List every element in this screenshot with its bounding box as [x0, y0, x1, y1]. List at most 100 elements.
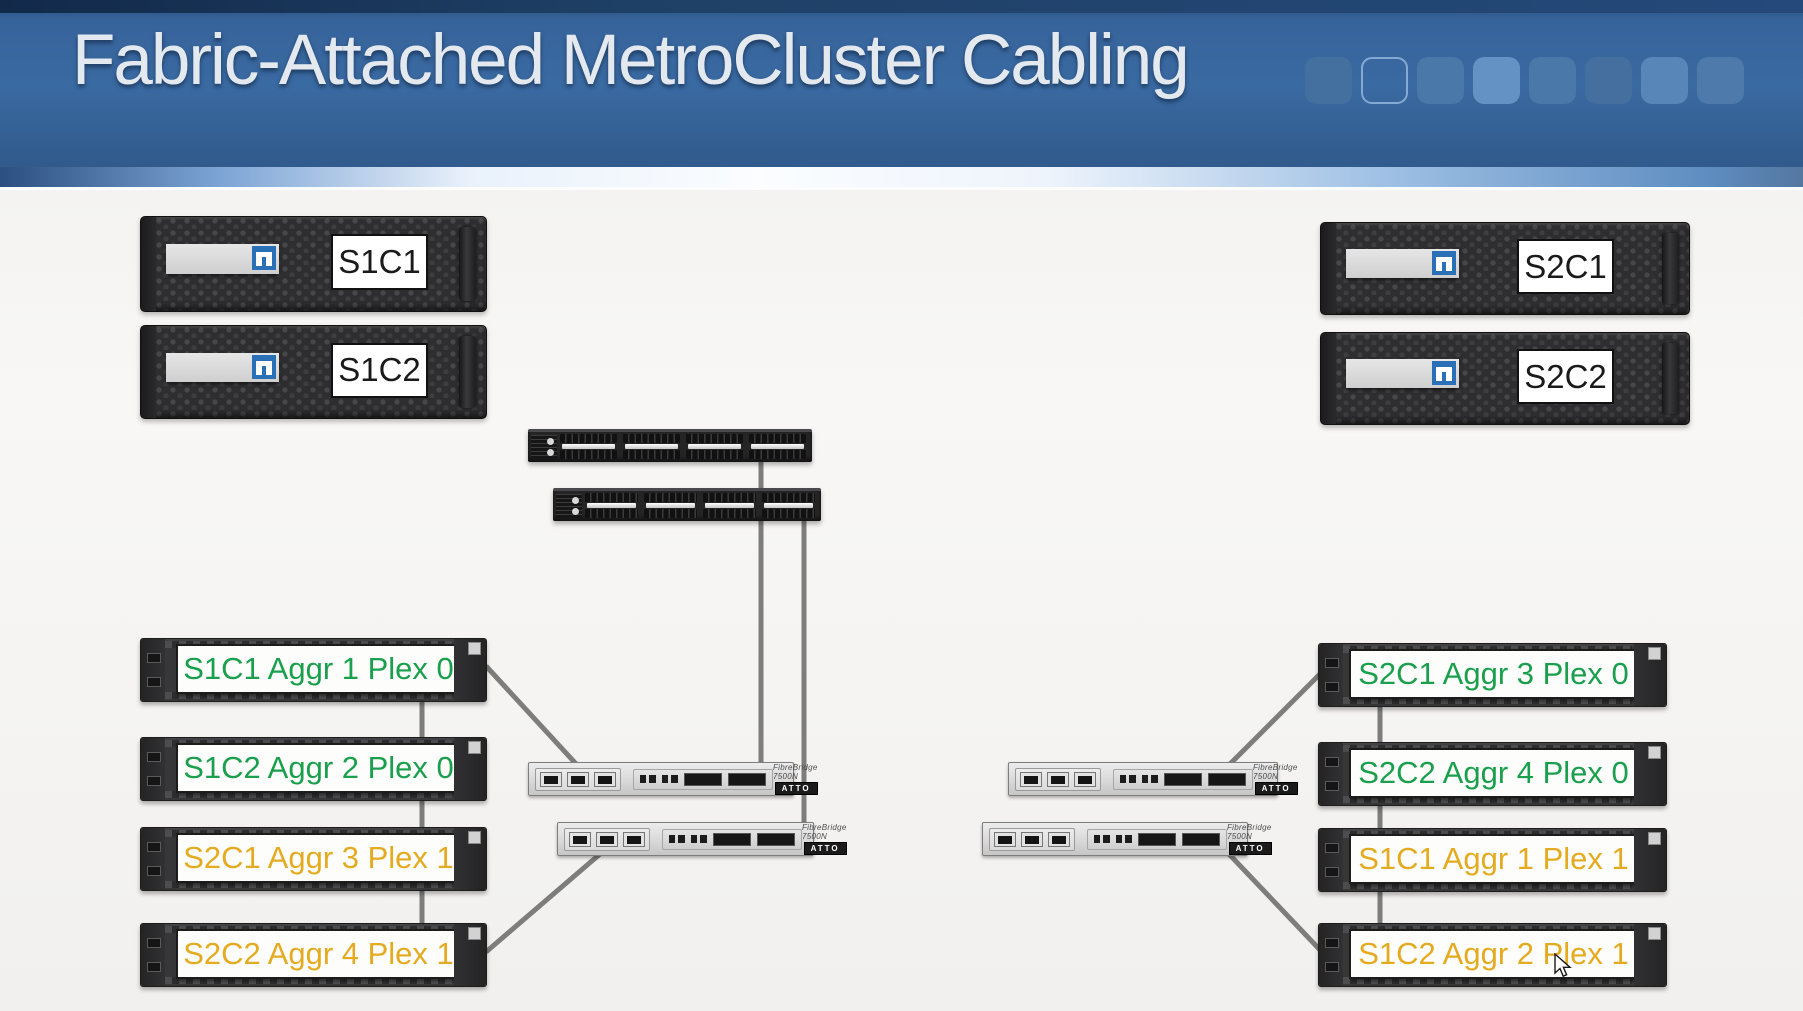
shelf-s1c1-aggr1-plex0: S1C1 Aggr 1 Plex 0 [140, 638, 487, 702]
shelf-s1c2-aggr2-plex0: S1C2 Aggr 2 Plex 0 [140, 737, 487, 801]
atto-logo: ATTO [803, 842, 847, 855]
decor-square [1361, 57, 1408, 104]
netapp-logo-icon [252, 246, 276, 271]
decor-square [1641, 57, 1688, 104]
mouse-cursor-icon [1553, 952, 1575, 984]
port-group [623, 434, 680, 460]
shelf-s1c2-aggr2-plex1: S1C2 Aggr 2 Plex 1 [1318, 923, 1667, 987]
bridge-mgmt-ports [1015, 767, 1101, 791]
slide-header: Fabric-Attached MetroCluster Cabling [0, 0, 1803, 190]
shelf-label: S1C1 Aggr 1 Plex 1 [1349, 834, 1638, 884]
shelf-s1c1-aggr1-plex1: S1C1 Aggr 1 Plex 1 [1318, 828, 1667, 892]
port-group [560, 434, 617, 460]
bridge-model-label: FibreBridge 7500N [1227, 823, 1272, 841]
decor-square [1417, 57, 1464, 104]
shelf-label: S1C2 Aggr 2 Plex 1 [1349, 929, 1638, 979]
bridge-branding: FibreBridge 7500N ATTO [1253, 763, 1312, 795]
chassis-left-cap [1321, 333, 1336, 424]
cable-shelfL4-bridge2 [484, 852, 602, 954]
port-group [644, 493, 697, 519]
chassis-left-cap [141, 217, 156, 311]
port-group [749, 434, 806, 460]
chassis-left-cap [1321, 223, 1336, 314]
decor-square [1585, 57, 1632, 104]
bridge-fc-ports [1113, 768, 1253, 790]
shelf-left-cap [141, 924, 165, 986]
port-group [703, 493, 756, 519]
controller-label: S1C1 [331, 233, 428, 291]
bridge-model-label: FibreBridge 7500N [1253, 763, 1298, 781]
shelf-left-cap [1319, 924, 1343, 986]
shelf-s2c2-aggr4-plex0: S2C2 Aggr 4 Plex 0 [1318, 742, 1667, 806]
bridge-mgmt-ports [535, 767, 621, 791]
chassis-handle [1662, 343, 1679, 414]
shelf-s2c2-aggr4-plex1: S2C2 Aggr 4 Plex 1 [140, 923, 487, 987]
fc-switch-1 [528, 429, 812, 462]
shelf-left-cap [1319, 743, 1343, 805]
port-group [762, 493, 815, 519]
shelf-label: S2C1 Aggr 3 Plex 1 [176, 833, 461, 883]
shelf-right-cap [454, 924, 486, 986]
fc-sas-bridge-1: FibreBridge 7500N ATTO [528, 762, 818, 796]
controller-label: S2C2 [1517, 349, 1614, 404]
shelf-left-cap [141, 639, 165, 701]
controller-chassis-s1c2: S1C2 [140, 325, 487, 419]
port-group [686, 434, 743, 460]
chassis-handle [1662, 233, 1679, 304]
diagram-area: S1C1 S1C2 S2C1 S2C2 [0, 190, 1803, 1011]
shelf-s2c1-aggr3-plex1: S2C1 Aggr 3 Plex 1 [140, 827, 487, 891]
bridge-model-label: FibreBridge 7500N [773, 763, 818, 781]
shelf-right-cap [454, 738, 486, 800]
shelf-right-cap [1634, 743, 1666, 805]
bridge-branding: FibreBridge 7500N ATTO [773, 763, 832, 795]
controller-label: S2C1 [1517, 239, 1614, 294]
shelf-label: S2C2 Aggr 4 Plex 1 [176, 929, 461, 979]
shelf-right-cap [1634, 924, 1666, 986]
shelf-label: S1C1 Aggr 1 Plex 0 [176, 644, 461, 694]
bridge-mgmt-ports [564, 827, 650, 851]
fc-sas-bridge-3: FibreBridge 7500N ATTO [1008, 762, 1298, 796]
shelf-right-cap [454, 828, 486, 890]
bezel-label-strip [166, 352, 279, 383]
cable-shelfR4-bridge4 [1226, 851, 1324, 954]
shelf-label: S1C2 Aggr 2 Plex 0 [176, 743, 461, 793]
switch-port-banks [560, 434, 806, 460]
fc-sas-bridge-2: FibreBridge 7500N ATTO [557, 822, 847, 856]
header-decor-squares [1305, 57, 1744, 104]
bezel-label-strip [1346, 249, 1459, 279]
controller-label: S1C2 [331, 342, 428, 398]
atto-logo: ATTO [774, 782, 818, 795]
shelf-right-cap [1634, 829, 1666, 891]
cable-shelfR1-bridge3 [1228, 670, 1324, 766]
fc-switch-2 [553, 488, 821, 521]
shelf-label: S2C1 Aggr 3 Plex 0 [1349, 649, 1638, 699]
controller-chassis-s1c1: S1C1 [140, 216, 487, 312]
chassis-handle [459, 336, 476, 408]
header-gloss-band [0, 167, 1803, 190]
shelf-label: S2C2 Aggr 4 Plex 0 [1349, 748, 1638, 798]
shelf-s2c1-aggr3-plex0: S2C1 Aggr 3 Plex 0 [1318, 643, 1667, 707]
shelf-right-cap [1634, 644, 1666, 706]
netapp-logo-icon [1432, 251, 1456, 276]
decor-square [1529, 57, 1576, 104]
atto-logo: ATTO [1228, 842, 1272, 855]
decor-square [1305, 57, 1352, 104]
bridge-fc-ports [633, 768, 773, 790]
bridge-fc-ports [1087, 828, 1227, 850]
netapp-logo-icon [252, 354, 276, 379]
atto-logo: ATTO [1254, 782, 1298, 795]
decor-square [1473, 57, 1520, 104]
slide-title: Fabric-Attached MetroCluster Cabling [72, 21, 1190, 100]
cable-shelfL1-bridge1 [484, 664, 580, 768]
chassis-left-cap [141, 326, 156, 418]
decor-square [1697, 57, 1744, 104]
controller-chassis-s2c2: S2C2 [1320, 332, 1690, 425]
bridge-model-label: FibreBridge 7500N [802, 823, 847, 841]
shelf-left-cap [1319, 644, 1343, 706]
bridge-branding: FibreBridge 7500N ATTO [1227, 823, 1286, 855]
shelf-left-cap [141, 738, 165, 800]
bridge-mgmt-ports [989, 827, 1075, 851]
shelf-left-cap [141, 828, 165, 890]
shelf-right-cap [454, 639, 486, 701]
